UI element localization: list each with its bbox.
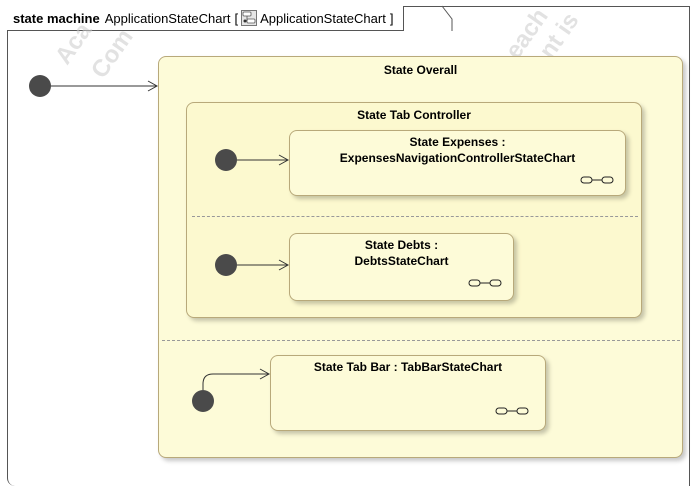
region-separator [192,216,638,217]
initial-node[interactable] [29,75,51,97]
submachine-icon [495,407,529,415]
state-tab-controller-title: State Tab Controller [357,108,471,122]
arrowhead-icon [147,80,159,92]
state-expenses[interactable]: State Expenses : ExpensesNavigationContr… [289,130,626,196]
frame-ref-close: ] [389,10,394,26]
frame-header: state machine ApplicationStateChart [ Ap… [7,6,405,31]
submachine-icon [580,176,614,184]
state-tab-bar-title: State Tab Bar : TabBarStateChart [313,360,503,374]
state-expenses-title-line2: ExpensesNavigationControllerStateChart [339,151,576,165]
region-separator [162,340,680,341]
frame-ref-open: [ [234,10,239,26]
arrowhead-icon [278,154,290,166]
initial-node[interactable] [192,390,214,412]
state-machine-icon [241,10,258,26]
submachine-icon [468,279,502,287]
state-expenses-title-line1: State Expenses : [409,135,506,149]
arrowhead-icon [259,368,271,380]
state-debts-title-line2: DebtsStateChart [354,254,449,268]
state-overall-title: State Overall [383,63,458,77]
state-tab-bar[interactable]: State Tab Bar : TabBarStateChart [270,355,546,431]
frame-name: ApplicationStateChart [104,10,231,26]
arrowhead-icon [278,259,290,271]
state-debts[interactable]: State Debts : DebtsStateChart [289,233,514,301]
initial-node[interactable] [215,254,237,276]
initial-node[interactable] [215,149,237,171]
frame-keyword: state machine [13,10,100,26]
transition-arrow[interactable] [202,373,269,390]
frame-ref-name: ApplicationStateChart [260,10,386,26]
state-debts-title-line1: State Debts : [364,238,439,252]
